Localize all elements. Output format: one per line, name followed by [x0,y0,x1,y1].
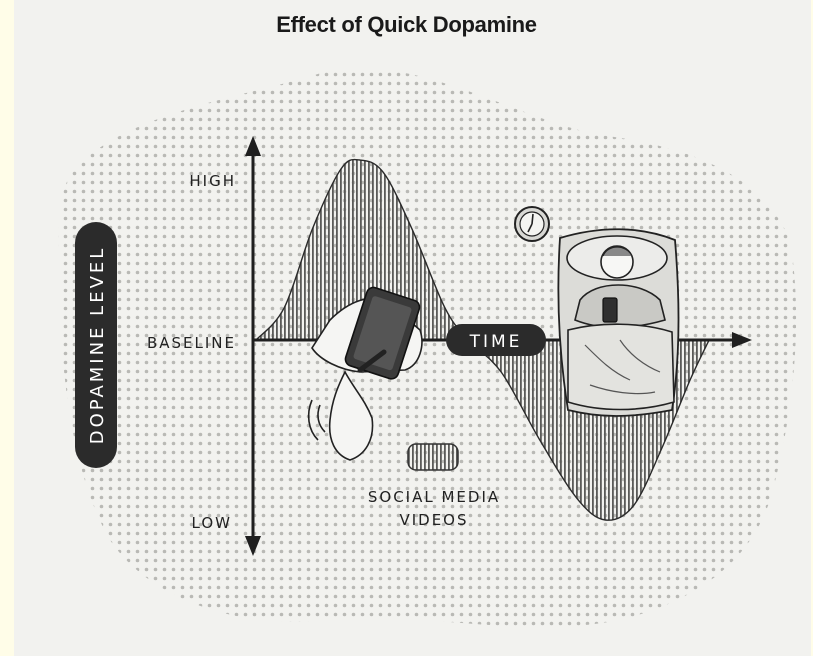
y-axis-arrow-up [245,136,261,156]
legend-label-line1: SOCIAL MEDIA [368,488,500,506]
phone-in-hand-icon [307,286,423,461]
y-label-pill [75,222,117,468]
y-axis-arrow-down [245,536,261,556]
x-axis-label: TIME [469,332,523,352]
label-high: HIGH [189,172,236,190]
time-pill [446,324,546,356]
label-low: LOW [192,514,232,532]
clock-icon [514,206,550,242]
figure-title: Effect of Quick Dopamine [276,12,537,37]
person-in-bed-icon [557,228,680,417]
legend-label-line2: VIDEOS [399,511,468,529]
label-baseline: BASELINE [147,334,236,352]
x-axis-arrow [732,332,752,348]
legend-swatch [407,443,459,471]
y-axis-label: DOPAMINE LEVEL [87,246,108,445]
